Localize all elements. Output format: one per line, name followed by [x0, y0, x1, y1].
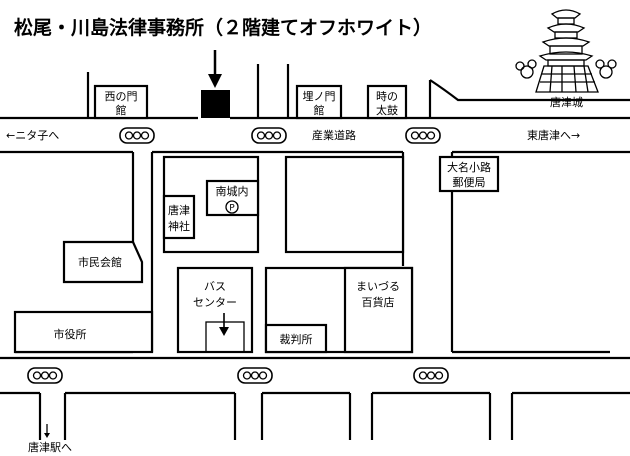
traffic-signal-icon [413, 367, 449, 384]
traffic-signal-icon [405, 127, 441, 144]
traffic-signal-icon [251, 127, 287, 144]
road-label-nitago: ←ニタ子へ [6, 129, 59, 142]
city-office-label: 市役所 [54, 327, 87, 341]
court-box [264, 323, 328, 354]
traffic-signal-icon [27, 367, 63, 384]
parking-label: P [229, 204, 235, 214]
toki-no-taiko-box [366, 84, 408, 120]
north-side-streets [86, 64, 630, 118]
bus-entrance-arrow-icon [219, 313, 229, 336]
post-office-label-2: 郵便局 [453, 176, 486, 189]
bus-center-label-1: バス [204, 280, 226, 293]
dept-store-label-2: 百貨店 [362, 295, 395, 309]
parking-icon [225, 200, 239, 214]
umenomon-kan-label-2: 館 [314, 103, 325, 117]
toki-no-taiko-label-1: 時の [376, 90, 398, 103]
bus-center-label-2: センター [193, 296, 237, 309]
umenomon-kan-box [295, 84, 343, 120]
post-office-box [438, 155, 500, 193]
office-arrow-icon [208, 50, 222, 88]
road-label-sangyo: 産業道路 [312, 128, 356, 142]
south-road [0, 356, 630, 440]
nishinomon-kan-label-2: 館 [116, 103, 127, 117]
post-office-label-1: 大名小路 [447, 160, 491, 174]
court-label: 裁判所 [280, 333, 313, 346]
traffic-signal-icon [237, 367, 273, 384]
karatsu-castle-icon [515, 9, 617, 93]
road-label-karatsu-station: 唐津駅へ [28, 440, 72, 454]
road-label-higashi-karatsu: 東唐津へ→ [527, 128, 580, 142]
map-title: 松尾・川島法律事務所（２階建てオフホワイト） [14, 16, 432, 39]
civic-hall-box [62, 240, 144, 284]
karatsu-shrine-box [162, 194, 196, 240]
karatsu-castle-label: 唐津城 [550, 95, 583, 109]
umenomon-kan-label-1: 埋ノ門 [303, 90, 336, 103]
city-block [284, 155, 405, 254]
karatsu-shrine-label-1: 唐津 [168, 203, 190, 217]
nishinomon-kan-box [93, 84, 149, 120]
office-building-marker [201, 90, 230, 118]
nishinomon-kan-label-1: 西の門 [105, 90, 138, 103]
minamijonai-box [205, 179, 260, 217]
minamijonai-label: 南城内 [216, 184, 249, 198]
station-arrow-icon [44, 424, 50, 438]
toki-no-taiko-label-2: 太鼓 [376, 103, 398, 117]
civic-hall-label: 市民会館 [78, 255, 122, 269]
dept-store-box [343, 266, 414, 354]
city-office-box [13, 310, 154, 354]
traffic-signal-icon [119, 127, 155, 144]
bus-entrance-box [205, 321, 245, 353]
karatsu-shrine-label-2: 神社 [168, 219, 190, 233]
bus-center-box [176, 266, 254, 354]
dept-store-label-1: まいづる [356, 280, 400, 293]
